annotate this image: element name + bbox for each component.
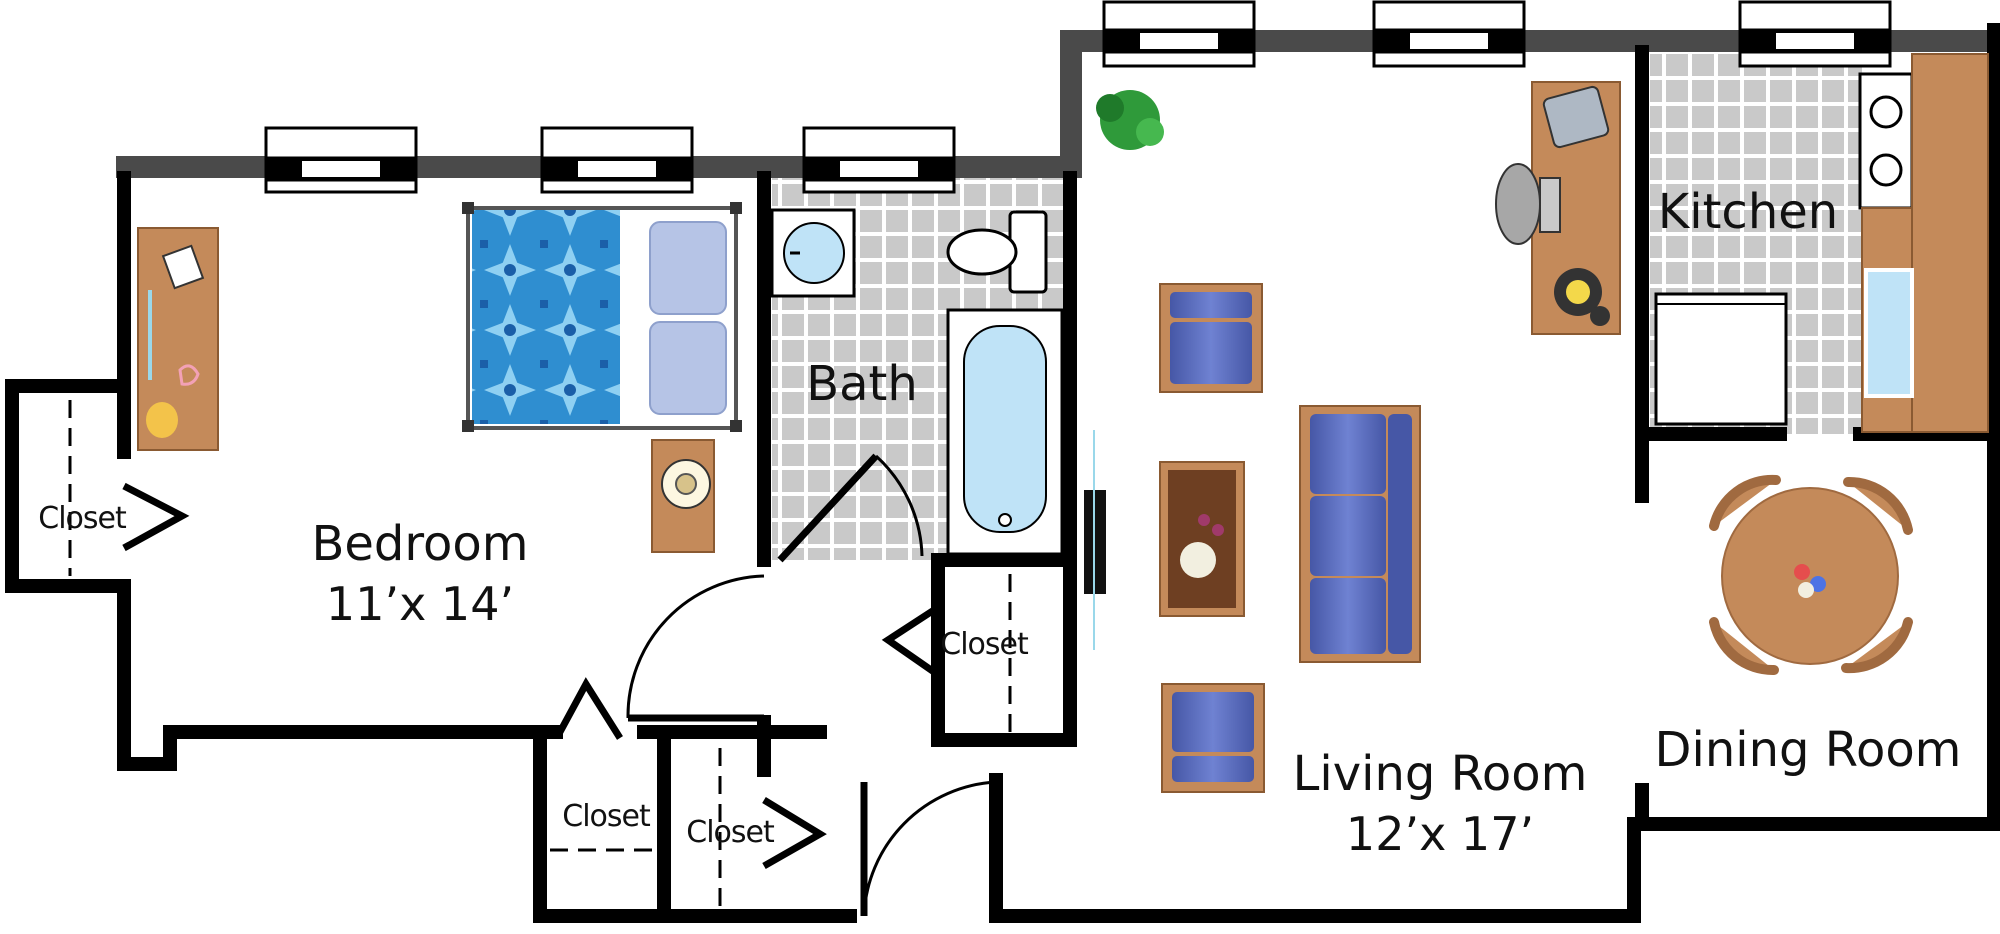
bedroom-label: Bedroom xyxy=(311,516,528,572)
desk xyxy=(1495,81,1621,335)
living-room-label: Living Room xyxy=(1293,746,1588,802)
sink xyxy=(770,208,856,298)
walls xyxy=(5,23,2000,923)
window xyxy=(802,126,956,194)
refrigerator xyxy=(1654,292,1788,426)
dresser xyxy=(137,227,219,451)
closet-label-entry-right: Closet xyxy=(686,815,775,850)
window xyxy=(540,126,694,194)
bedroom-dimensions: 11’x 14’ xyxy=(326,577,514,631)
window xyxy=(1738,0,1892,68)
toilet xyxy=(946,210,1048,294)
bath-label: Bath xyxy=(806,356,918,412)
closet-doors xyxy=(122,482,936,870)
window xyxy=(264,126,418,194)
kitchen-label: Kitchen xyxy=(1658,184,1838,240)
closet-label-entry-left: Closet xyxy=(562,799,651,834)
bed xyxy=(462,202,742,432)
plant xyxy=(1096,90,1164,150)
dining-set xyxy=(1709,474,1913,676)
living-room-dimensions: 12’x 17’ xyxy=(1346,807,1534,861)
closet-label-bedroom: Closet xyxy=(38,501,127,536)
bathtub xyxy=(946,308,1064,556)
doors xyxy=(626,453,997,917)
windows xyxy=(264,0,1892,194)
closet-label-hall: Closet xyxy=(940,627,1029,662)
sofa xyxy=(1299,405,1421,663)
coffee-table xyxy=(1159,461,1245,617)
counter xyxy=(1861,53,1989,433)
armchair-top xyxy=(1159,283,1263,393)
armchair-bottom xyxy=(1161,683,1265,793)
dining-room-label: Dining Room xyxy=(1655,722,1962,778)
window xyxy=(1372,0,1526,68)
closet-rails xyxy=(68,400,1012,906)
tv xyxy=(1084,430,1106,650)
stove xyxy=(1858,72,1914,210)
window xyxy=(1102,0,1256,68)
nightstand xyxy=(651,439,715,553)
